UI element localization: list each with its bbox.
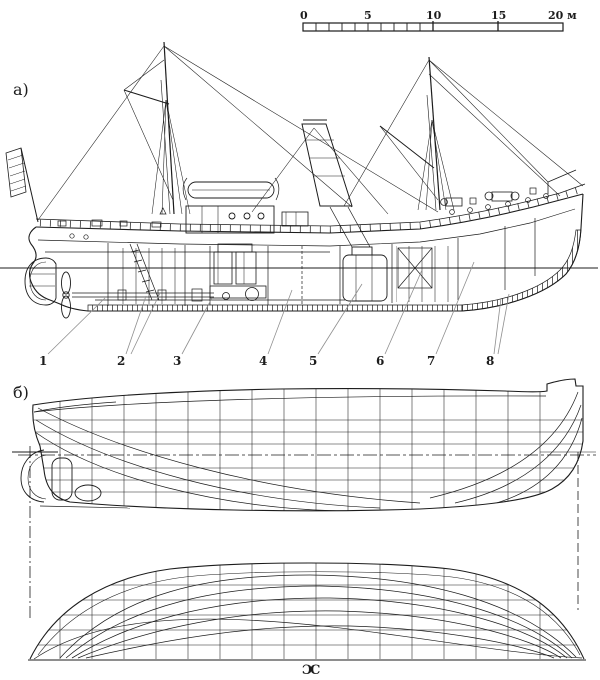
section-label-b: б) [13,383,29,402]
windlass [484,191,520,202]
scale-label-20m: 20 м [548,9,577,22]
part-annotations: 1 2 3 4 5 6 7 8 [39,261,510,368]
lifeboat [182,177,280,201]
boiler [329,206,388,302]
mainmast [37,41,439,221]
leader-lines [47,261,510,355]
bulwark-stanchions [39,185,584,233]
scale-bar-labels: 0 5 10 15 20 м [300,9,577,22]
ladder [129,243,160,301]
fore-hold-frames [396,246,454,302]
deck-fittings [57,187,537,228]
part-number-2: 2 [117,354,125,368]
sheer-stern-detail [20,449,131,509]
propeller [61,271,71,319]
part-number-6: 6 [376,354,384,368]
scale-label-10: 10 [426,9,442,22]
waterline-curves [29,562,585,660]
hold-brace [397,247,433,289]
inner-deck-line [33,395,547,413]
skylight [281,211,309,227]
funnel [251,119,389,215]
bulkheads [107,218,536,306]
scale-label-0: 0 [300,9,308,22]
part-number-3: 3 [173,354,181,368]
steam-engine [209,243,267,301]
stern-flag [5,147,39,223]
sheer-grid [32,384,583,511]
fore-gaff [379,125,435,169]
scale-bar-ticks [315,21,499,31]
part-number-5: 5 [309,354,317,368]
deck-plan-curve [29,562,585,660]
sheer-outline [32,378,584,512]
part-number-labels: 1 2 3 4 5 6 7 8 [39,354,494,368]
funnel-guy-fwd [313,127,389,215]
scale-bar: 0 5 10 15 20 м [300,9,577,32]
foremast [343,56,584,211]
main-gaff [123,89,170,105]
rudder [24,257,57,306]
scale-label-15: 15 [491,9,506,22]
centerline-glyph-right: C [310,663,320,678]
lines-plan-sheer [12,378,596,618]
side-view [0,41,598,319]
foremast-rigging [343,59,584,211]
diagonal-curve [33,618,583,660]
bow-derrick [547,169,577,194]
flag-stripes [7,154,27,192]
part-number-8: 8 [486,354,494,368]
mainmast-rigging [37,45,439,221]
halfbreadth-grid [30,563,584,659]
funnel-guy-aft [251,127,315,213]
deckhouse [185,205,275,234]
part-number-7: 7 [427,354,435,368]
buttock-lines [33,391,583,511]
bottom-frames [87,229,582,312]
centerline-symbol: Ɔ C [302,663,320,678]
scale-label-5: 5 [364,9,372,22]
propeller-shaft [72,288,214,302]
centerline-glyph-left: Ɔ [302,663,312,678]
aft-hold-frames [112,248,182,304]
lines-plan-halfbreadth [28,562,586,661]
portholes [69,193,549,240]
winch [440,197,463,207]
part-number-4: 4 [259,354,267,368]
part-number-1: 1 [39,354,47,368]
section-label-a: а) [13,80,29,99]
